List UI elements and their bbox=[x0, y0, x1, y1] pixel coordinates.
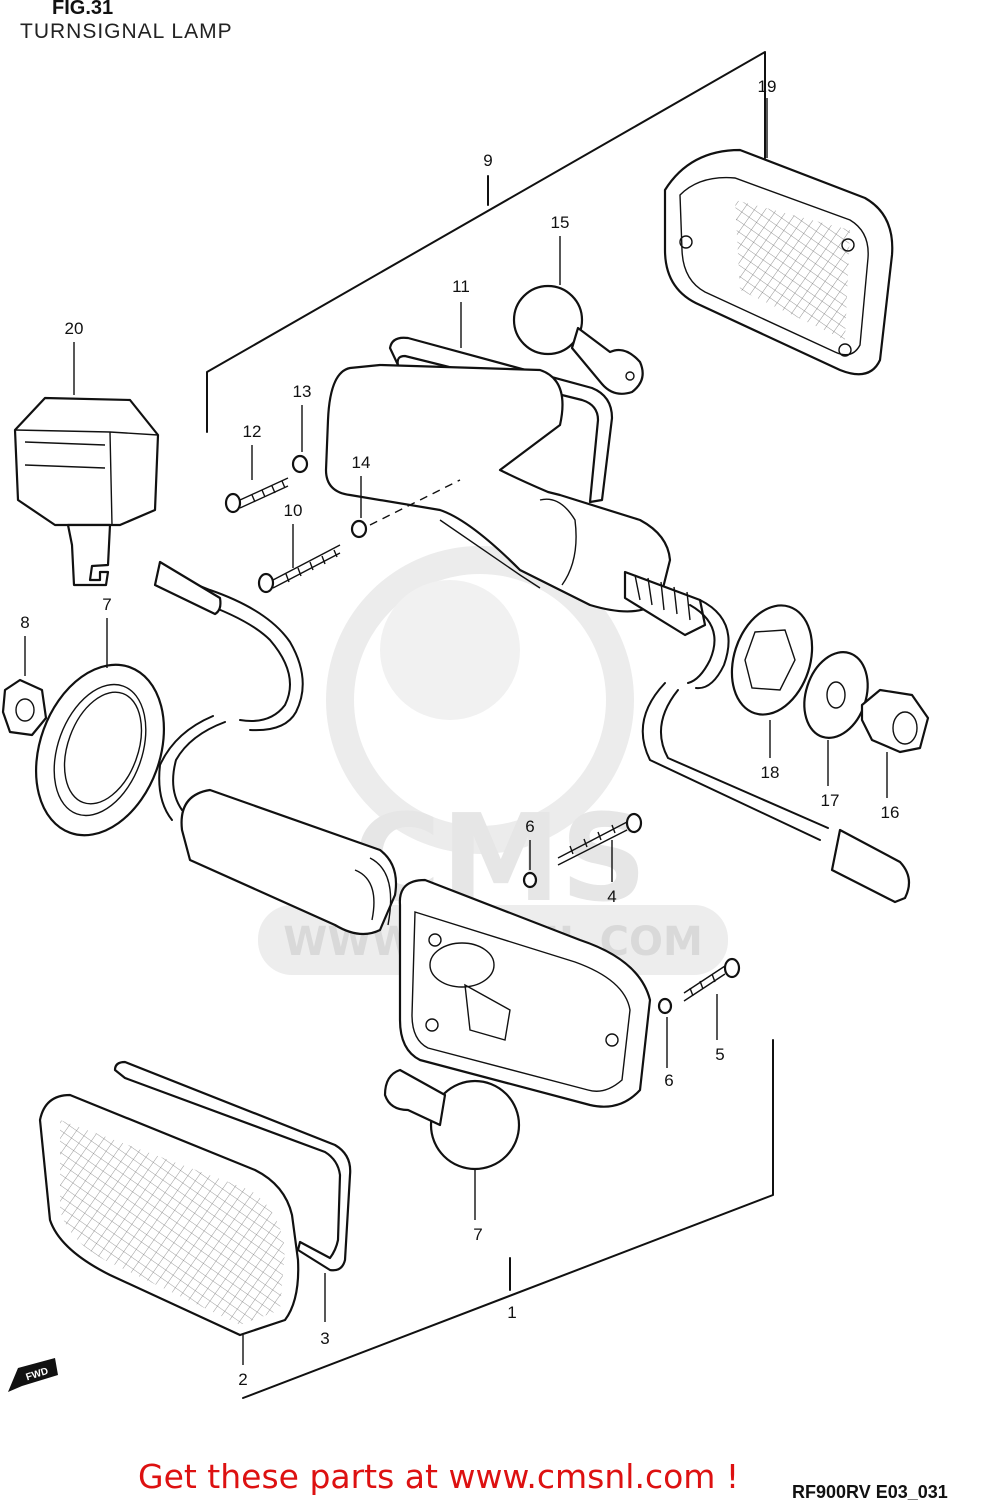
part-13-screw bbox=[257, 544, 341, 594]
callout-19: 18 bbox=[761, 763, 780, 782]
part-3-gasket bbox=[113, 1060, 352, 1272]
upper-cable bbox=[687, 599, 730, 690]
part-12-gasket bbox=[388, 336, 614, 504]
part-17-nut bbox=[860, 688, 930, 754]
callout-5: 5 bbox=[715, 1045, 724, 1064]
callout-10: 9 bbox=[483, 151, 492, 170]
callout-18: 17 bbox=[821, 791, 840, 810]
callout-20: 20 bbox=[65, 319, 84, 338]
callout-16: 15 bbox=[551, 213, 570, 232]
bracket-upper-assembly bbox=[206, 51, 766, 433]
part-6-washer-upper bbox=[522, 871, 538, 889]
callout-2: 2 bbox=[238, 1370, 247, 1389]
part-15-washer-a bbox=[291, 454, 309, 474]
bracket-lower-assembly bbox=[242, 1039, 774, 1399]
lower-connector bbox=[153, 560, 222, 616]
upper-connector bbox=[830, 828, 911, 904]
upper-turnsignal-housing bbox=[324, 363, 707, 637]
part-4-screw bbox=[557, 812, 643, 866]
callout-12: 11 bbox=[452, 277, 470, 296]
callout-17: 16 bbox=[881, 803, 900, 822]
part-5-screw bbox=[683, 957, 741, 1002]
callout-15b: 14 bbox=[352, 453, 371, 472]
part-11-lens-rear bbox=[663, 148, 894, 376]
part-15-washer-b bbox=[350, 519, 368, 539]
part-16-bulb-upper bbox=[512, 284, 644, 395]
callout-4: 4 bbox=[607, 887, 616, 906]
part-8-grommet bbox=[34, 663, 166, 837]
callout-13: 10 bbox=[284, 501, 303, 520]
part-19-lock-washer bbox=[730, 604, 814, 716]
callout-9: 8 bbox=[20, 613, 29, 632]
callout-1: 1 bbox=[507, 1303, 516, 1322]
callout-3: 3 bbox=[320, 1329, 329, 1348]
diagram-code: RF900RV E03_031 bbox=[792, 1482, 948, 1500]
part-7-bulb-lower bbox=[383, 1068, 521, 1171]
part-9-nut bbox=[1, 678, 48, 737]
diagram-title: TURNSIGNAL LAMP bbox=[20, 20, 233, 43]
lower-turnsignal-housing bbox=[180, 788, 652, 1108]
callout-14: 12 bbox=[243, 422, 262, 441]
part-14-screw bbox=[224, 477, 289, 514]
callout-7: 7 bbox=[473, 1225, 482, 1244]
fwd-arrow-icon: FWD bbox=[8, 1358, 58, 1392]
callout-6b: 6 bbox=[664, 1071, 673, 1090]
part-2-lens-lower bbox=[38, 1093, 300, 1337]
callout-6a: 6 bbox=[525, 817, 534, 836]
lower-cable bbox=[154, 571, 304, 732]
callout-11: 19 bbox=[758, 77, 777, 96]
callout-8: 7 bbox=[102, 595, 111, 614]
part-20-relay bbox=[13, 396, 160, 587]
fig-label: FIG.31 bbox=[52, 0, 113, 19]
callout-15a: 13 bbox=[293, 382, 312, 401]
callout-labels: 19 9 15 11 20 13 12 14 10 7 8 18 17 16 6… bbox=[20, 77, 899, 1389]
part-6-washer-lower bbox=[657, 997, 673, 1015]
promo-text[interactable]: Get these parts at www.cmsnl.com ! bbox=[138, 1457, 739, 1496]
